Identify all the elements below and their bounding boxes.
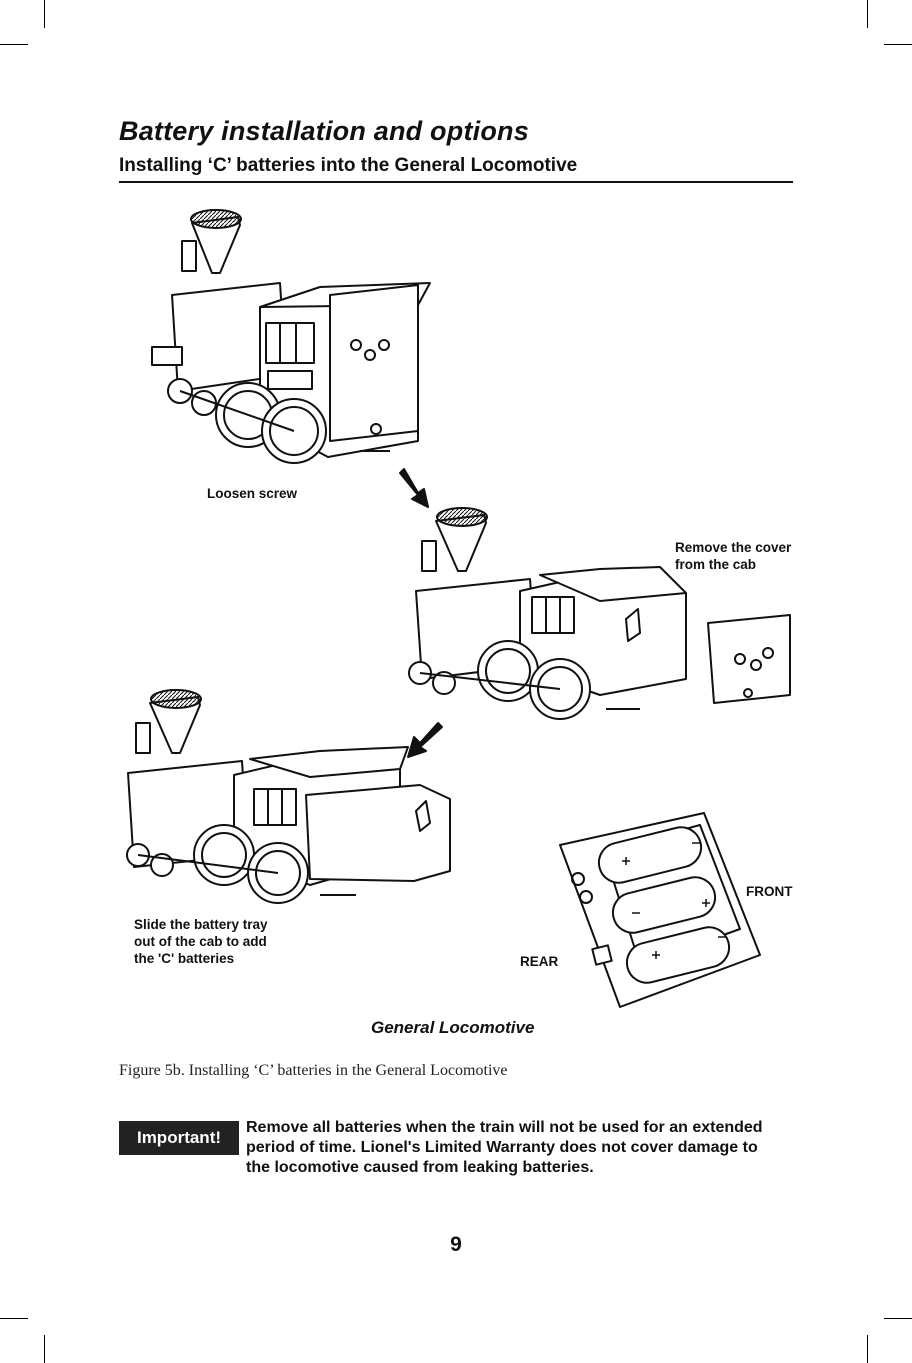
polarity-marks xyxy=(622,842,726,959)
c-battery xyxy=(611,876,717,934)
front-label: FRONT xyxy=(746,884,793,899)
crop-mark xyxy=(884,44,912,45)
section-subtitle: Installing ‘C’ batteries into the Genera… xyxy=(119,155,578,176)
battery-installation-figure: Loosen screw Remove the cover from the c… xyxy=(100,195,810,1045)
slide-tray-line: out of the cab to add xyxy=(134,934,267,949)
remove-cover-line: from the cab xyxy=(675,557,757,572)
battery-tray-detail xyxy=(559,812,761,1008)
crop-mark xyxy=(44,0,45,28)
locomotive-without-cover xyxy=(408,507,791,720)
cab-cover xyxy=(707,614,791,704)
crop-mark xyxy=(867,0,868,28)
rear-label: REAR xyxy=(520,954,559,969)
c-battery xyxy=(597,826,703,884)
loosen-screw-label: Loosen screw xyxy=(207,486,298,501)
locomotive-illustration xyxy=(126,209,791,1008)
page-number: 9 xyxy=(450,1233,462,1256)
title-rule xyxy=(119,181,793,183)
important-badge: Important! xyxy=(119,1121,239,1155)
slide-tray-line: the 'C' batteries xyxy=(134,951,235,966)
slide-tray-label: Slide the battery tray out of the cab to… xyxy=(134,916,268,967)
battery-tray-slid xyxy=(305,784,451,882)
locomotive-with-cover xyxy=(151,209,431,464)
crop-mark xyxy=(0,1318,28,1319)
important-note: Remove all batteries when the train will… xyxy=(246,1119,763,1176)
crop-mark xyxy=(44,1335,45,1363)
crop-mark xyxy=(0,44,28,45)
crop-mark xyxy=(867,1335,868,1363)
locomotive-tray-out xyxy=(126,689,451,904)
remove-cover-label: Remove the cover from the cab xyxy=(675,539,791,573)
slide-tray-line: Slide the battery tray xyxy=(134,917,268,932)
remove-cover-line: Remove the cover xyxy=(675,540,792,555)
model-name: General Locomotive xyxy=(371,1018,535,1037)
figure-caption: Figure 5b. Installing ‘C’ batteries in t… xyxy=(119,1062,508,1079)
crop-mark xyxy=(884,1318,912,1319)
page-title: Battery installation and options xyxy=(119,116,529,146)
c-battery xyxy=(625,926,731,984)
